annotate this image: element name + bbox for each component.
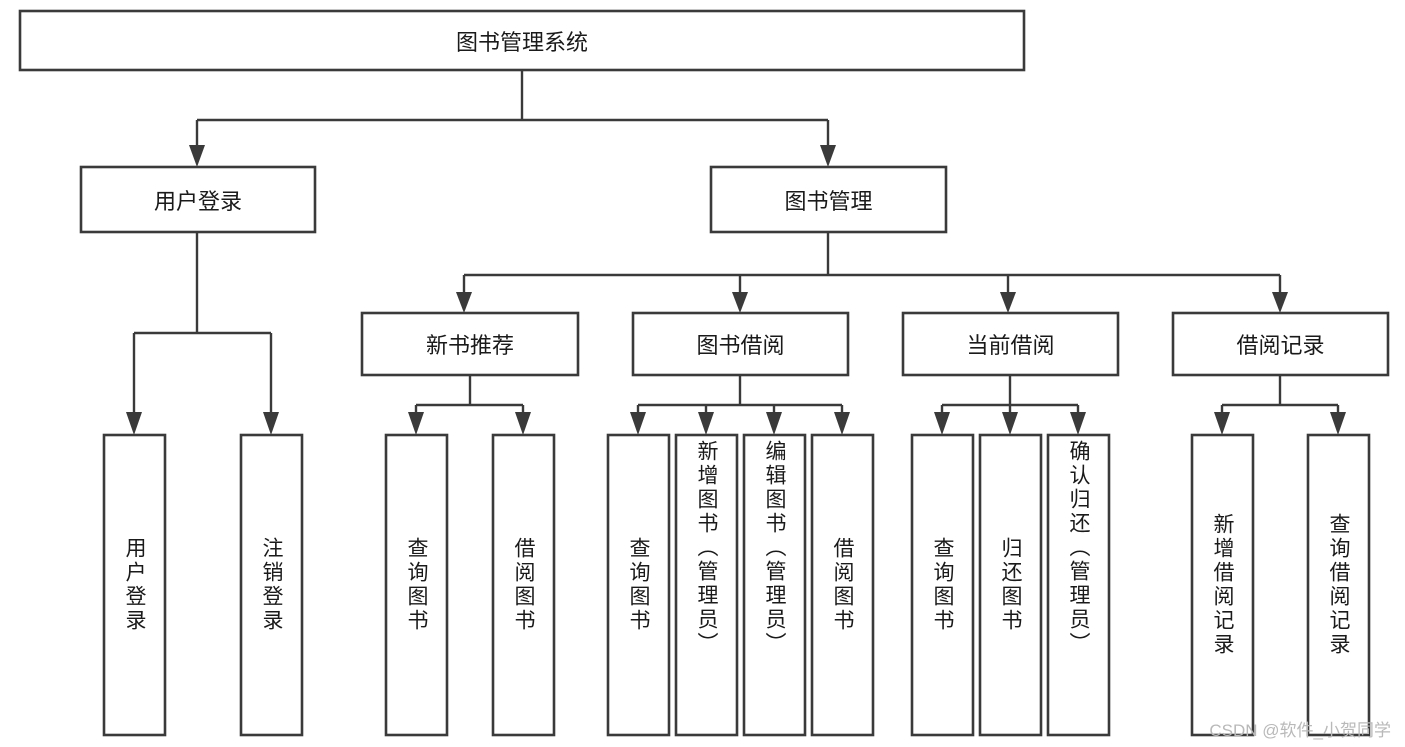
arrow-head-icon [732,292,748,313]
node-box-leaf-borrow-book-1[interactable] [491,433,556,737]
node-box-title[interactable] [18,9,1026,72]
node-box-book-management[interactable] [709,165,948,234]
arrow-head-icon [1000,292,1016,313]
node-box-current-borrow[interactable] [901,311,1120,377]
node-box-borrow-record[interactable] [1171,311,1390,377]
arrow-head-icon [1330,412,1346,435]
connector-group-current-borrow [934,375,1086,435]
node-box-book-borrow[interactable] [631,311,850,377]
connector-group-book-borrow [630,375,850,435]
arrow-head-icon [1002,412,1018,435]
arrow-head-icon [834,412,850,435]
node-box-leaf-borrow-book-2[interactable] [810,433,875,737]
arrow-head-icon [408,412,424,435]
node-box-leaf-edit-book-admin[interactable] [742,433,807,737]
arrow-head-icon [189,145,205,167]
node-box-leaf-user-login[interactable] [102,433,167,737]
node-box-leaf-query-book-2[interactable] [606,433,671,737]
node-box-user-login[interactable] [79,165,317,234]
node-box-leaf-query-borrow-record[interactable] [1306,433,1371,737]
arrow-head-icon [263,412,279,435]
node-box-leaf-confirm-return-admin[interactable] [1046,433,1111,737]
arrow-head-icon [1070,412,1086,435]
node-box-leaf-add-borrow-record[interactable] [1190,433,1255,737]
connector-group-root [189,70,836,167]
node-box-leaf-return-book[interactable] [978,433,1043,737]
arrow-head-icon [456,292,472,313]
arrow-head-icon [1214,412,1230,435]
node-box-leaf-logout-login[interactable] [239,433,304,737]
connector-group-borrow-record [1214,375,1346,435]
node-box-leaf-add-book-admin[interactable] [674,433,739,737]
arrow-head-icon [630,412,646,435]
arrow-head-icon [1272,292,1288,313]
node-box-leaf-query-book-3[interactable] [910,433,975,737]
node-box-leaf-query-book-1[interactable] [384,433,449,737]
arrow-head-icon [126,412,142,435]
connector-group-new-book-recommend [408,375,531,435]
arrow-head-icon [934,412,950,435]
connector-group-book-management [456,232,1288,313]
arrow-head-icon [766,412,782,435]
arrow-head-icon [515,412,531,435]
connector-group-user-login [126,232,279,435]
arrow-head-icon [820,145,836,167]
node-box-new-book-recommend[interactable] [360,311,580,377]
arrow-head-icon [698,412,714,435]
